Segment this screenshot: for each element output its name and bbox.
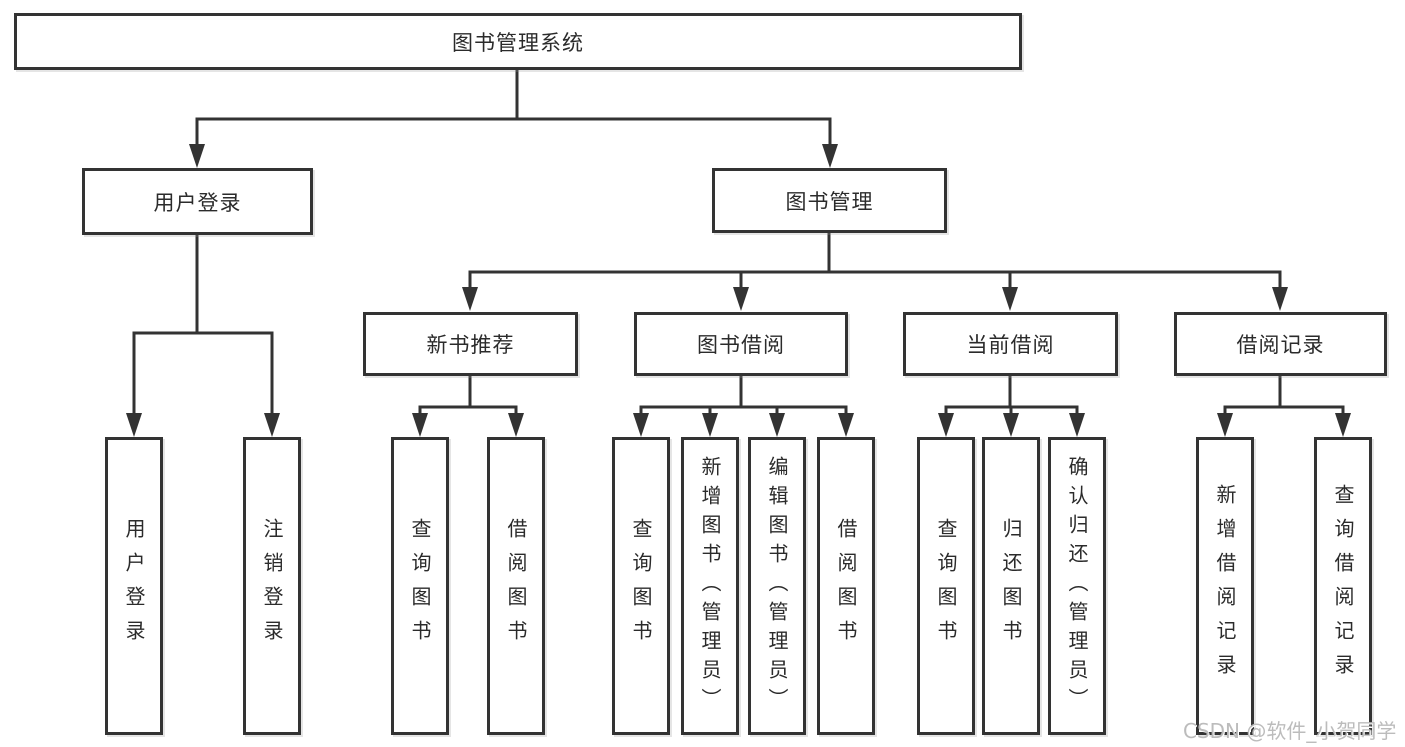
arrowhead-icon: [633, 413, 649, 437]
leaf-borrow-books: 借阅图书: [817, 437, 875, 735]
arrowhead-icon: [1002, 287, 1018, 311]
csdn-watermark: CSDN @软件_小贺同学: [1183, 719, 1397, 743]
arrowhead-icon: [702, 413, 718, 437]
connector-mgmt-to-level3: [468, 231, 1282, 292]
node-current-borrow: 当前借阅: [903, 312, 1118, 376]
connector-current-to-leaves: [944, 374, 1079, 418]
leaf-query-books-recommend: 查询图书: [391, 437, 449, 735]
node-new-book-recommend: 新书推荐: [363, 312, 578, 376]
arrowhead-icon: [733, 287, 749, 311]
leaf-query-books-current: 查询图书: [917, 437, 975, 735]
node-user-login: 用户登录: [82, 168, 313, 235]
leaf-logout: 注销登录: [243, 437, 301, 735]
arrowhead-icon: [838, 413, 854, 437]
arrowhead-icon: [1272, 287, 1288, 311]
leaf-edit-books-admin: 编辑图书（管理员）: [748, 437, 806, 735]
connector-newbook-to-leaves: [418, 374, 518, 418]
arrowhead-icon: [189, 144, 205, 168]
leaf-borrow-books-recommend: 借阅图书: [487, 437, 545, 735]
node-root-library-system: 图书管理系统: [14, 13, 1022, 70]
arrowhead-icon: [1335, 413, 1351, 437]
arrowhead-icon: [462, 287, 478, 311]
leaf-add-borrow-record: 新增借阅记录: [1196, 437, 1254, 735]
arrowhead-icon: [1003, 413, 1019, 437]
arrowhead-icon: [508, 413, 524, 437]
arrowhead-icon: [264, 413, 280, 437]
connector-login-to-leaves: [132, 233, 274, 418]
node-borrow-record: 借阅记录: [1174, 312, 1387, 376]
leaf-confirm-return-admin: 确认归还（管理员）: [1048, 437, 1106, 735]
arrowhead-icon: [938, 413, 954, 437]
node-book-management: 图书管理: [712, 168, 947, 233]
leaf-add-books-admin: 新增图书（管理员）: [681, 437, 739, 735]
leaf-return-books: 归还图书: [982, 437, 1040, 735]
connector-record-to-leaves: [1223, 374, 1345, 418]
arrowhead-icon: [1217, 413, 1233, 437]
arrowhead-icon: [1069, 413, 1085, 437]
arrowhead-icon: [412, 413, 428, 437]
leaf-query-borrow-record: 查询借阅记录: [1314, 437, 1372, 735]
connector-borrow-to-leaves: [639, 374, 848, 418]
arrowhead-icon: [769, 413, 785, 437]
arrowhead-icon: [822, 144, 838, 168]
arrowhead-icon: [126, 413, 142, 437]
node-book-borrow: 图书借阅: [634, 312, 848, 376]
leaf-user-login: 用户登录: [105, 437, 163, 735]
connector-root-to-level2: [195, 68, 832, 149]
leaf-query-books-borrow: 查询图书: [612, 437, 670, 735]
